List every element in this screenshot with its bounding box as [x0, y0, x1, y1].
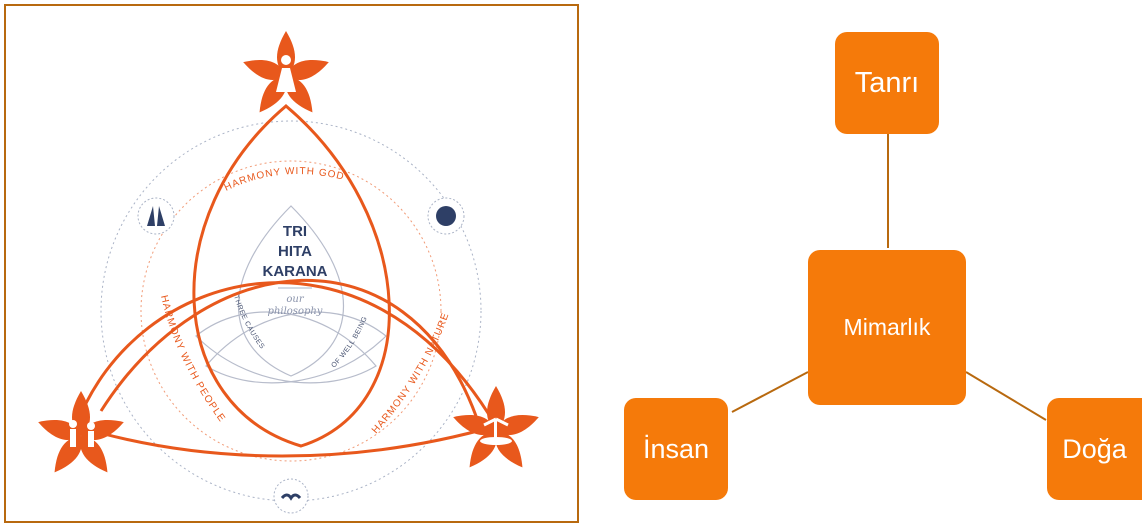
island-icon — [480, 417, 512, 445]
center-title-line-1: TRI — [283, 223, 307, 240]
top-flower — [243, 31, 329, 113]
tri-hita-karana-svg: HARMONY WITH GOD HARMONY WITH PEOPLE HAR… — [38, 31, 539, 514]
sun-icon — [427, 197, 465, 235]
connector-left — [731, 371, 809, 413]
birds-icon — [273, 478, 309, 514]
center-subtitle: our philosophy — [268, 294, 323, 317]
node-insan: İnsan — [624, 398, 728, 500]
inner-triquetra — [195, 205, 387, 384]
center-title-line-2: HITA — [278, 243, 312, 260]
praying-figure-icon — [276, 55, 296, 92]
people-icon — [69, 420, 95, 447]
tri-hita-karana-illustration: HARMONY WITH GOD HARMONY WITH PEOPLE HAR… — [4, 4, 579, 523]
center-subtitle-line-1: our — [286, 294, 304, 305]
center-title: TRI HITA KARANA — [263, 223, 328, 280]
node-tanri: Tanrı — [835, 32, 939, 134]
outer-dotted-circle — [100, 120, 482, 502]
center-title-line-3: KARANA — [263, 263, 328, 280]
orange-triquetra — [74, 104, 499, 458]
node-doga: Doğa — [1047, 398, 1142, 500]
inner-dotted-circle — [140, 160, 442, 462]
left-flower — [38, 391, 124, 473]
right-flower — [453, 386, 539, 468]
connector-right — [965, 371, 1047, 421]
node-mimarlik: Mimarlık — [808, 250, 966, 405]
center-subtitle-line-2: philosophy — [268, 306, 323, 317]
temple-gate-icon — [137, 197, 175, 235]
